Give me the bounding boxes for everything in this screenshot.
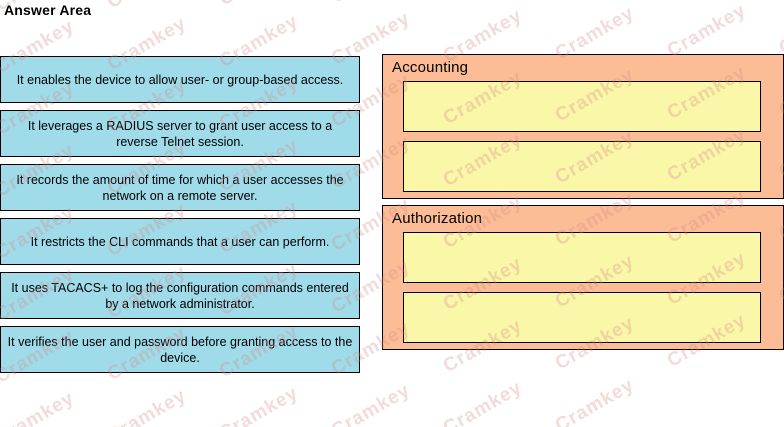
source-option-label: It uses TACACS+ to log the configuration… (11, 280, 349, 311)
dropzone-accounting-1[interactable] (403, 81, 761, 132)
source-option-4[interactable]: It restricts the CLI commands that a use… (0, 218, 360, 265)
source-option-label: It verifies the user and password before… (7, 334, 353, 365)
source-option-1[interactable]: It enables the device to allow user- or … (0, 56, 360, 103)
source-option-label: It records the amount of time for which … (16, 172, 344, 203)
source-option-list: It enables the device to allow user- or … (0, 56, 360, 380)
panel-title-accounting: Accounting (392, 59, 469, 76)
dropzone-group-authorization (383, 232, 783, 343)
panel-title-authorization: Authorization (392, 210, 483, 227)
source-option-2[interactable]: It leverages a RADIUS server to grant us… (0, 110, 360, 157)
source-option-6[interactable]: It verifies the user and password before… (0, 326, 360, 373)
source-option-label: It leverages a RADIUS server to grant us… (27, 118, 333, 149)
source-option-label: It restricts the CLI commands that a use… (30, 234, 330, 249)
dropzone-authorization-2[interactable] (403, 292, 761, 343)
watermark-text: CramkeyCramkeyCramkeyCramkeyCramkeyCramk… (0, 0, 784, 19)
dropzone-group-accounting (383, 81, 783, 192)
source-option-label: It enables the device to allow user- or … (16, 72, 344, 87)
dropzone-authorization-1[interactable] (403, 232, 761, 283)
target-panel-authorization: Authorization (382, 205, 784, 350)
target-panel-column: Accounting Authorization (382, 54, 784, 356)
source-option-3[interactable]: It records the amount of time for which … (0, 164, 360, 211)
target-panel-accounting: Accounting (382, 54, 784, 199)
page-title: Answer Area (4, 2, 92, 18)
dropzone-accounting-2[interactable] (403, 141, 761, 192)
source-option-5[interactable]: It uses TACACS+ to log the configuration… (0, 272, 360, 319)
